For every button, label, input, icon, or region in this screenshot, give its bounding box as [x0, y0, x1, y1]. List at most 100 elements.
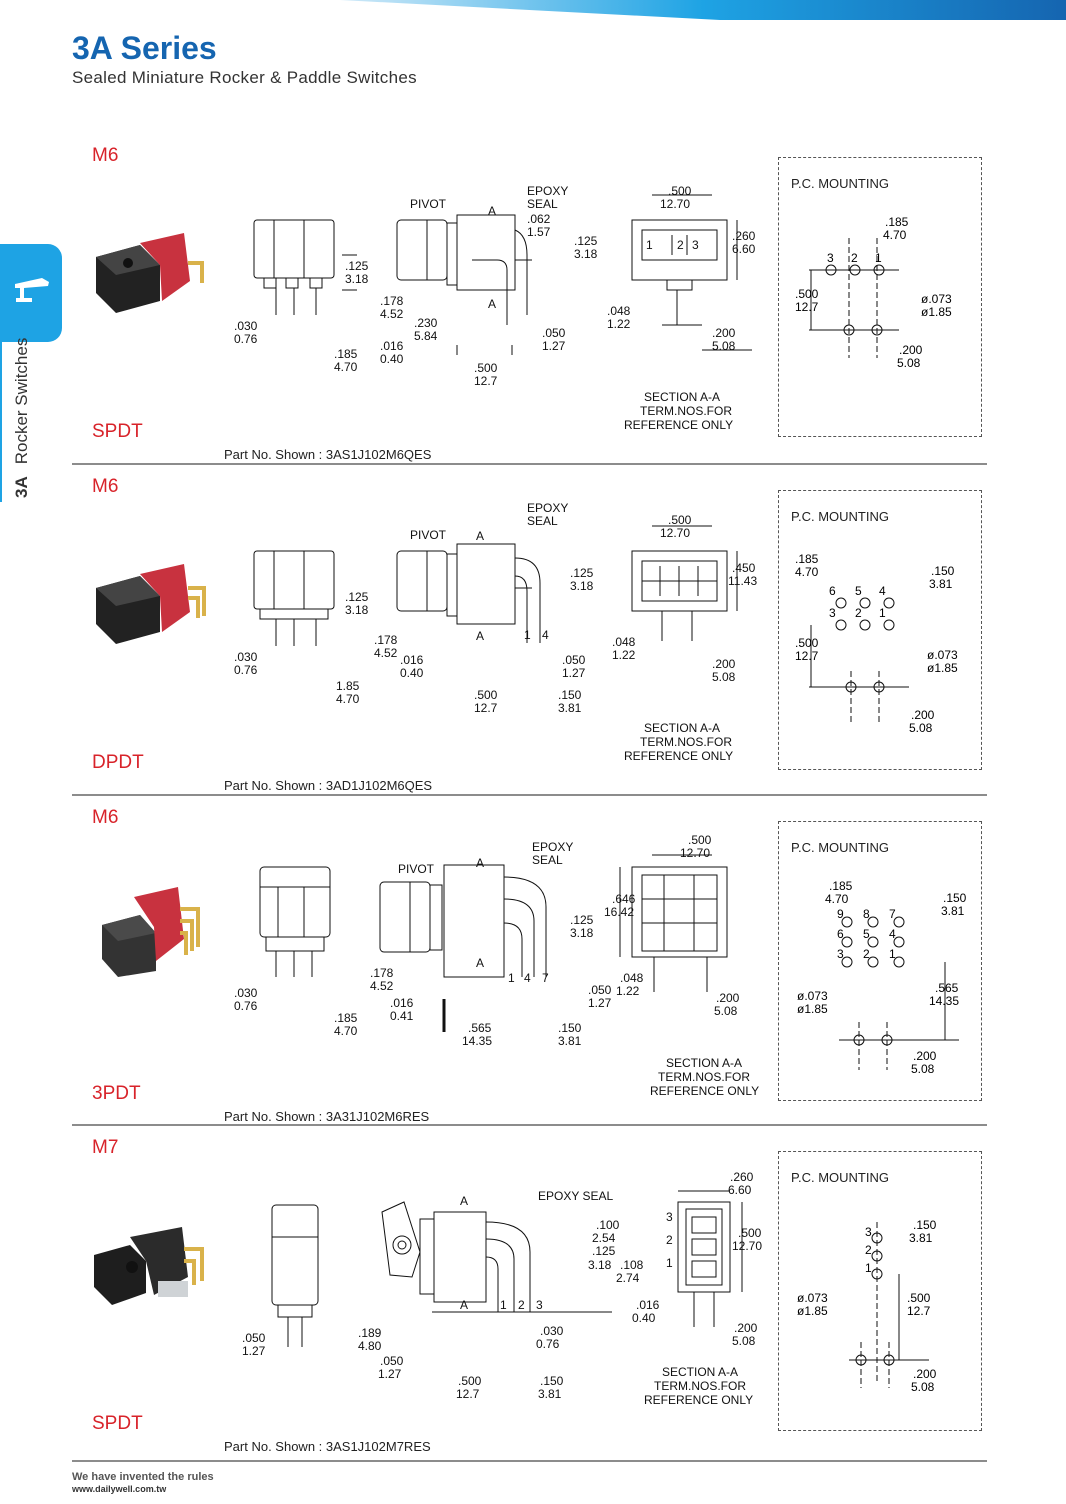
svg-text:1.22: 1.22	[607, 317, 631, 331]
svg-text:0.40: 0.40	[632, 1311, 656, 1325]
svg-text:.185: .185	[334, 347, 358, 361]
svg-text:4.70: 4.70	[795, 565, 819, 579]
actuator-code: M6	[92, 807, 119, 828]
svg-text:SECTION A-A: SECTION A-A	[662, 1365, 738, 1379]
svg-text:3.18: 3.18	[588, 1258, 612, 1272]
svg-text:4.70: 4.70	[334, 1024, 358, 1038]
svg-text:3.18: 3.18	[570, 926, 594, 940]
svg-text:.050: .050	[562, 653, 586, 667]
svg-text:12.70: 12.70	[732, 1239, 762, 1253]
svg-text:.150: .150	[558, 1021, 582, 1035]
svg-text:5.08: 5.08	[714, 1004, 738, 1018]
svg-text:2.54: 2.54	[592, 1231, 616, 1245]
svg-text:.048: .048	[607, 304, 631, 318]
svg-text:PIVOT: PIVOT	[410, 528, 447, 542]
svg-text:REFERENCE ONLY: REFERENCE ONLY	[624, 749, 733, 763]
part-number: Part No. Shown : 3AS1J102M7RES	[224, 1439, 431, 1454]
svg-text:4.52: 4.52	[380, 307, 404, 321]
part-number: Part No. Shown : 3AS1J102M6QES	[224, 447, 432, 462]
svg-text:REFERENCE ONLY: REFERENCE ONLY	[650, 1084, 759, 1097]
svg-text:6.60: 6.60	[732, 242, 756, 256]
part-number: Part No. Shown : 3A31J102M6RES	[224, 1109, 430, 1124]
svg-text:.500: .500	[458, 1374, 482, 1388]
svg-text:.030: .030	[540, 1324, 564, 1338]
svg-text:TERM.NOS.FOR: TERM.NOS.FOR	[654, 1379, 746, 1393]
svg-text:SEAL: SEAL	[527, 197, 558, 211]
svg-text:1: 1	[879, 606, 886, 620]
svg-text:.048: .048	[612, 635, 636, 649]
product-section-dpdt-m6: M6 DPDT Part No. Shown : 3AD1J102M6QES .…	[72, 476, 987, 806]
svg-text:16.42: 16.42	[604, 905, 634, 919]
svg-text:9: 9	[837, 907, 844, 921]
svg-text:4.70: 4.70	[825, 892, 849, 906]
footer-slogan: We have invented the rules	[72, 1471, 214, 1483]
svg-text:0.41: 0.41	[390, 1009, 414, 1023]
pole-type: DPDT	[92, 752, 144, 773]
svg-text:0.40: 0.40	[380, 352, 404, 366]
svg-text:ø1.85: ø1.85	[797, 1002, 828, 1016]
svg-text:.125: .125	[345, 259, 369, 273]
svg-text:3: 3	[692, 238, 699, 252]
svg-text:1: 1	[666, 1256, 673, 1270]
svg-text:.500: .500	[795, 636, 819, 650]
svg-text:5: 5	[855, 584, 862, 598]
svg-text:.016: .016	[390, 996, 414, 1010]
page-subtitle: Sealed Miniature Rocker & Paddle Switche…	[72, 68, 417, 87]
section-divider	[72, 1124, 987, 1126]
svg-text:A: A	[460, 1194, 468, 1208]
svg-text:1: 1	[889, 947, 896, 961]
svg-text:11.43: 11.43	[728, 574, 757, 588]
svg-text:SEAL: SEAL	[527, 514, 558, 528]
svg-text:.048: .048	[620, 971, 644, 985]
svg-text:5: 5	[863, 927, 870, 941]
svg-text:.200: .200	[899, 343, 923, 357]
side-category-label: 3ARocker Switches	[12, 337, 31, 498]
svg-text:4: 4	[879, 584, 886, 598]
svg-text:.016: .016	[380, 339, 404, 353]
svg-text:3: 3	[666, 1210, 673, 1224]
svg-text:.200: .200	[913, 1367, 937, 1381]
actuator-code: M6	[92, 145, 119, 166]
svg-text:ø.073: ø.073	[797, 1291, 828, 1305]
svg-text:4.70: 4.70	[883, 228, 907, 242]
svg-text:.150: .150	[913, 1218, 937, 1232]
svg-text:5.08: 5.08	[911, 1380, 935, 1394]
svg-text:.500: .500	[795, 287, 819, 301]
svg-text:5.08: 5.08	[909, 721, 933, 735]
svg-text:1: 1	[875, 251, 882, 265]
svg-text:.185: .185	[885, 215, 909, 229]
svg-text:3: 3	[865, 1225, 872, 1239]
svg-text:ø1.85: ø1.85	[797, 1304, 828, 1318]
svg-text:.150: .150	[558, 688, 582, 702]
top-banner	[340, 0, 1066, 20]
svg-text:8: 8	[863, 907, 870, 921]
svg-text:4.80: 4.80	[358, 1339, 382, 1353]
svg-text:1: 1	[865, 1261, 872, 1275]
page-title: 3A Series	[72, 30, 217, 66]
svg-text:4.52: 4.52	[370, 979, 394, 993]
svg-text:4.70: 4.70	[336, 692, 360, 706]
svg-text:.230: .230	[414, 316, 438, 330]
pole-type: SPDT	[92, 1413, 143, 1434]
svg-text:.200: .200	[712, 657, 736, 671]
svg-text:ø.073: ø.073	[797, 989, 828, 1003]
footer-url[interactable]: www.dailywell.com.tw	[72, 1484, 167, 1494]
svg-text:.016: .016	[400, 653, 424, 667]
svg-text:PIVOT: PIVOT	[398, 862, 435, 876]
svg-text:3.81: 3.81	[909, 1231, 933, 1245]
svg-text:6: 6	[837, 927, 844, 941]
svg-text:5.08: 5.08	[897, 356, 921, 370]
category-tab[interactable]	[0, 244, 62, 342]
svg-text:6.60: 6.60	[728, 1183, 752, 1197]
svg-text:EPOXY SEAL: EPOXY SEAL	[538, 1189, 613, 1203]
section-divider	[72, 794, 987, 796]
